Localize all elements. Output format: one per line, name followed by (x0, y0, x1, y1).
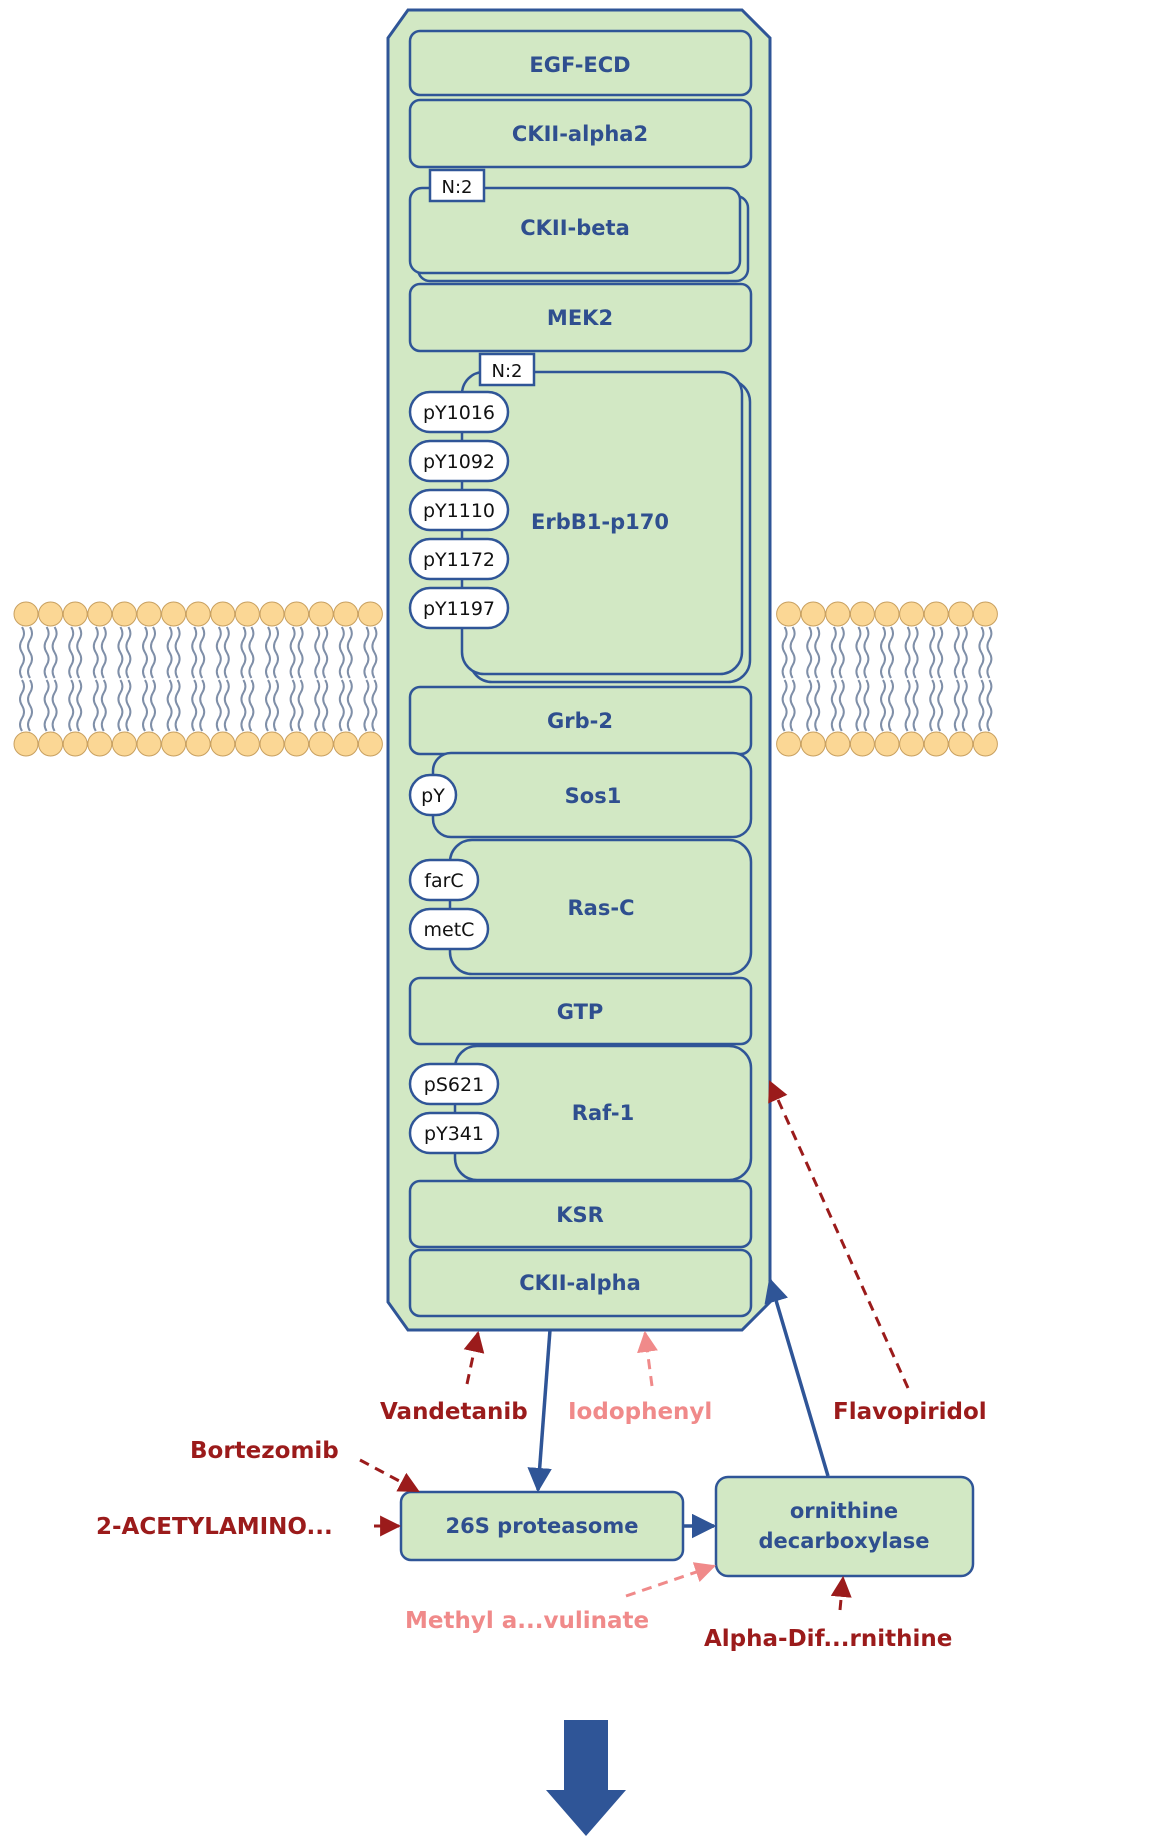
edge-alpha-dif (840, 1578, 843, 1610)
component-label: CKII-alpha2 (512, 122, 648, 146)
component-label: CKII-alpha (519, 1271, 641, 1295)
node-26s-proteasome[interactable]: 26S proteasome (401, 1492, 683, 1560)
drug-alpha-dif[interactable]: Alpha-Dif...rnithine (704, 1626, 952, 1652)
component-mek2[interactable]: MEK2 (410, 284, 751, 351)
svg-text:pY341: pY341 (424, 1123, 484, 1145)
multimer-label: N:2 (492, 361, 523, 382)
edge-vandetanib (467, 1333, 478, 1384)
component-label: Grb-2 (547, 709, 613, 733)
component-ksr[interactable]: KSR (410, 1181, 751, 1247)
modification-pS621: pS621 (410, 1064, 498, 1104)
node-label-line2: decarboxylase (758, 1529, 929, 1553)
svg-text:pY1110: pY1110 (423, 500, 495, 522)
component-ckii-alpha2[interactable]: CKII-alpha2 (410, 100, 751, 167)
modification-pY1016: pY1016 (410, 392, 508, 432)
component-label: EGF-ECD (529, 53, 630, 77)
svg-text:pY1197: pY1197 (423, 598, 495, 620)
component-label: Raf-1 (572, 1101, 634, 1125)
component-ras-c[interactable]: Ras-C farC metC (410, 840, 751, 974)
modification-pY1197: pY1197 (410, 588, 508, 628)
multimer-label: N:2 (442, 177, 473, 198)
drug-methyl[interactable]: Methyl a...vulinate (405, 1608, 649, 1634)
modification-pY1092: pY1092 (410, 441, 508, 481)
component-label: CKII-beta (520, 216, 630, 240)
drug-vandetanib[interactable]: Vandetanib (380, 1399, 528, 1425)
edge-flavopiridol (770, 1082, 908, 1388)
node-label-line1: ornithine (790, 1499, 898, 1523)
modification-metC: metC (410, 909, 488, 949)
modification-pY1172: pY1172 (410, 539, 508, 579)
output-arrow (546, 1720, 626, 1836)
component-label: ErbB1-p170 (531, 510, 669, 534)
edge-methyl (626, 1566, 714, 1596)
component-label: KSR (556, 1203, 604, 1227)
svg-text:pY1172: pY1172 (423, 549, 495, 571)
drug-flavopiridol[interactable]: Flavopiridol (833, 1399, 987, 1425)
component-erbb1-p170[interactable]: ErbB1-p170 N:2 pY1016 pY1092 pY1110 pY11… (410, 354, 750, 682)
drug-bortezomib[interactable]: Bortezomib (190, 1438, 339, 1464)
component-egf-ecd[interactable]: EGF-ECD (410, 31, 751, 95)
modification-pY341: pY341 (410, 1113, 498, 1153)
component-label: Sos1 (565, 784, 622, 808)
component-ckii-alpha[interactable]: CKII-alpha (410, 1250, 751, 1316)
component-grb-2[interactable]: Grb-2 (410, 687, 751, 754)
svg-text:farC: farC (424, 870, 463, 892)
edge-iodophenyl (645, 1333, 652, 1386)
drug-acetylamino[interactable]: 2-ACETYLAMINO... (96, 1514, 333, 1540)
edge-complex-to-proteasome (538, 1330, 550, 1490)
component-sos1[interactable]: Sos1 pY (410, 753, 751, 837)
svg-text:pY1092: pY1092 (423, 451, 495, 473)
node-ornithine-decarboxylase[interactable]: ornithine decarboxylase (716, 1477, 973, 1576)
component-label: MEK2 (547, 306, 613, 330)
modification-pY: pY (410, 775, 456, 815)
svg-text:metC: metC (424, 919, 475, 941)
component-label: Ras-C (568, 896, 635, 920)
node-label: 26S proteasome (446, 1514, 639, 1538)
modification-pY1110: pY1110 (410, 490, 508, 530)
svg-text:pS621: pS621 (424, 1074, 484, 1096)
svg-text:pY: pY (421, 785, 445, 807)
component-raf-1[interactable]: Raf-1 pS621 pY341 (410, 1046, 751, 1180)
drug-iodophenyl[interactable]: Iodophenyl (568, 1399, 712, 1425)
component-label: GTP (557, 1000, 604, 1024)
component-gtp[interactable]: GTP (410, 978, 751, 1044)
edge-bortezomib (360, 1460, 418, 1491)
svg-text:pY1016: pY1016 (423, 402, 495, 424)
modification-farC: farC (410, 860, 478, 900)
edge-odc-to-complex (770, 1280, 828, 1476)
